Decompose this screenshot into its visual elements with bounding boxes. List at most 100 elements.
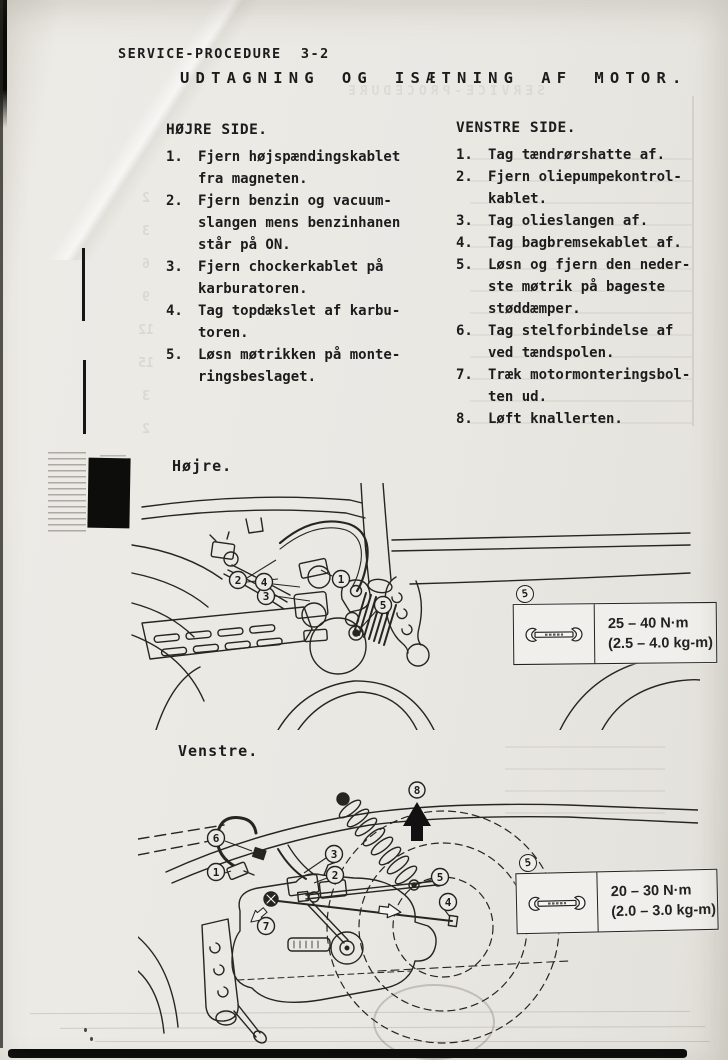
direction-arrow-right [378,903,402,919]
callout-6: 6 [206,828,226,848]
list-item: 4. Tag bagbremsekablet af. [456,232,704,254]
figure-caption-venstre: Venstre. [178,742,259,760]
item-number: 8. [456,411,473,427]
item-text: Tag olieslangen af. [488,213,649,229]
margin-mark [82,248,85,321]
item-number: 5. [166,347,183,363]
svg-text:1: 1 [338,573,345,586]
item-number: 3. [456,213,473,229]
callout-1: 1 [206,862,226,882]
venstre-side-heading: VENSTRE SIDE. [456,120,576,136]
list-item: 1. Tag tændrørshatte af. [456,144,704,166]
lift-up-arrow [403,802,431,841]
ink-smudge [100,455,126,457]
item-text: Tag stelforbindelse af ved tændspolen. [488,323,674,361]
item-number: 1. [166,149,183,165]
torque-nm: 25 – 40 N·m [607,614,689,632]
torque-values: 20 – 30 N·m (2.0 – 3.0 kg-m) [597,870,717,932]
list-item: 4. Tag topdækslet af karbu- toren. [166,300,444,344]
item-text: Træk motormonteringsbol- ten ud. [488,367,691,405]
svg-text:7: 7 [263,920,270,933]
item-text: Fjern benzin og vacuum- slangen mens ben… [198,193,401,253]
page-edge-line [0,0,3,1048]
torque-kgm: (2.0 – 3.0 kg-m) [611,901,717,920]
callout-3: 3 [324,844,344,864]
page-title: UDTAGNING OG ISÆTNING AF MOTOR. [180,69,688,87]
figure-caption-hojre: Højre. [172,457,233,475]
callout-4: 4 [438,892,458,912]
torque-spec-box-right: 25 – 40 N·m (2.5 – 4.0 kg-m) [512,601,718,666]
item-text: Tag tændrørshatte af. [488,147,666,163]
svg-text:5: 5 [380,599,387,612]
item-number: 4. [166,303,183,319]
redaction-block [87,457,131,529]
margin-mark [83,360,86,434]
wrench-cell [516,872,599,934]
item-text: Tag bagbremsekablet af. [488,235,682,251]
torque-kgm: (2.5 – 4.0 kg-m) [608,634,713,652]
bleed-circle [373,984,495,1060]
callout-1: 1 [331,569,351,589]
ink-dot [90,1037,93,1041]
item-text: Løsn og fjern den neder- ste møtrik på b… [488,257,691,317]
binding-bar [8,1049,687,1058]
svg-text:5: 5 [437,871,444,884]
wrench-cell [513,604,596,665]
item-text: Løft knallerten. [488,411,623,427]
diagram-line-art [131,483,700,730]
item-number: 2. [456,169,473,185]
svg-text:2: 2 [332,869,339,882]
torque-wrench-icon [525,626,583,642]
item-number: 7. [456,367,473,383]
item-text: Løsn møtrikken på monte- ringsbeslaget. [198,347,401,385]
list-item: 3. Tag olieslangen af. [456,210,704,232]
torque-nm: 20 – 30 N·m [610,881,692,900]
figure-callouts: 1 2 3 4 5 [228,559,393,630]
callout-2: 2 [228,570,248,590]
hojre-side-list: HØJRE SIDE. 1.Fjern højspændingskablet f… [166,118,444,388]
list-item: 3. Fjern chockerkablet på karburatoren. [166,256,444,300]
callout-5: 5 [430,867,450,887]
item-text: Fjern oliepumpekontrol- kablet. [488,169,682,207]
torque-wrench-icon [528,895,586,911]
svg-text:6: 6 [213,832,220,845]
figure-callouts: 1 2 3 4 5 6 7 8 [206,781,458,936]
list-item: 2. Fjern benzin og vacuum- slangen mens b… [166,190,444,256]
svg-text:2: 2 [235,574,242,587]
venstre-side-list: VENSTRE SIDE. 1. Tag tændrørshatte af. 2.… [456,116,704,430]
callout-4: 4 [254,572,274,592]
item-text: Fjern chockerkablet på karburatoren. [198,259,384,297]
engine-diagram-left-side: 1 2 3 4 5 6 7 8 [138,781,698,1044]
item-number: 6. [456,323,473,339]
svg-text:8: 8 [414,784,421,797]
svg-text:3: 3 [263,590,270,603]
list-item: 7. Træk motormonteringsbol- ten ud. [456,364,704,408]
list-item: 8. Løft knallerten. [456,408,704,430]
list-item: 5.Løsn og fjern den neder- ste møtrik på… [456,254,704,320]
item-number: 3. [166,259,183,275]
engine-diagram-right-side: 1 2 3 4 5 [131,483,700,730]
page-edge-shadow [0,0,7,128]
callout-7: 7 [256,916,276,936]
svg-text:4: 4 [261,576,268,589]
item-number: 1. [456,147,473,163]
item-number: 4. [456,235,473,251]
item-number: 2. [166,193,183,209]
list-item: 2. Fjern oliepumpekontrol- kablet. [456,166,704,210]
svg-text:3: 3 [331,848,338,861]
torque-spec-box-left: 20 – 30 N·m (2.0 – 3.0 kg-m) [515,868,719,935]
ink-smudge [48,452,86,536]
svg-text:1: 1 [213,866,220,879]
hojre-side-heading: HØJRE SIDE. [166,122,268,138]
item-text: Tag topdækslet af karbu- toren. [198,303,401,341]
list-item: 5. Løsn møtrikken på monte- ringsbeslaget… [166,344,444,388]
callout-2: 2 [325,865,345,885]
page-header: SERVICE-PROCEDURE 3-2 [118,46,330,62]
svg-text:4: 4 [445,896,452,909]
callout-8: 8 [408,781,426,799]
torque-values: 25 – 40 N·m (2.5 – 4.0 kg-m) [595,603,717,663]
bleed-through-rule [692,96,694,426]
diagram-line-art [138,792,698,1044]
list-item: 1.Fjern højspændingskablet fra magneten. [166,146,444,190]
